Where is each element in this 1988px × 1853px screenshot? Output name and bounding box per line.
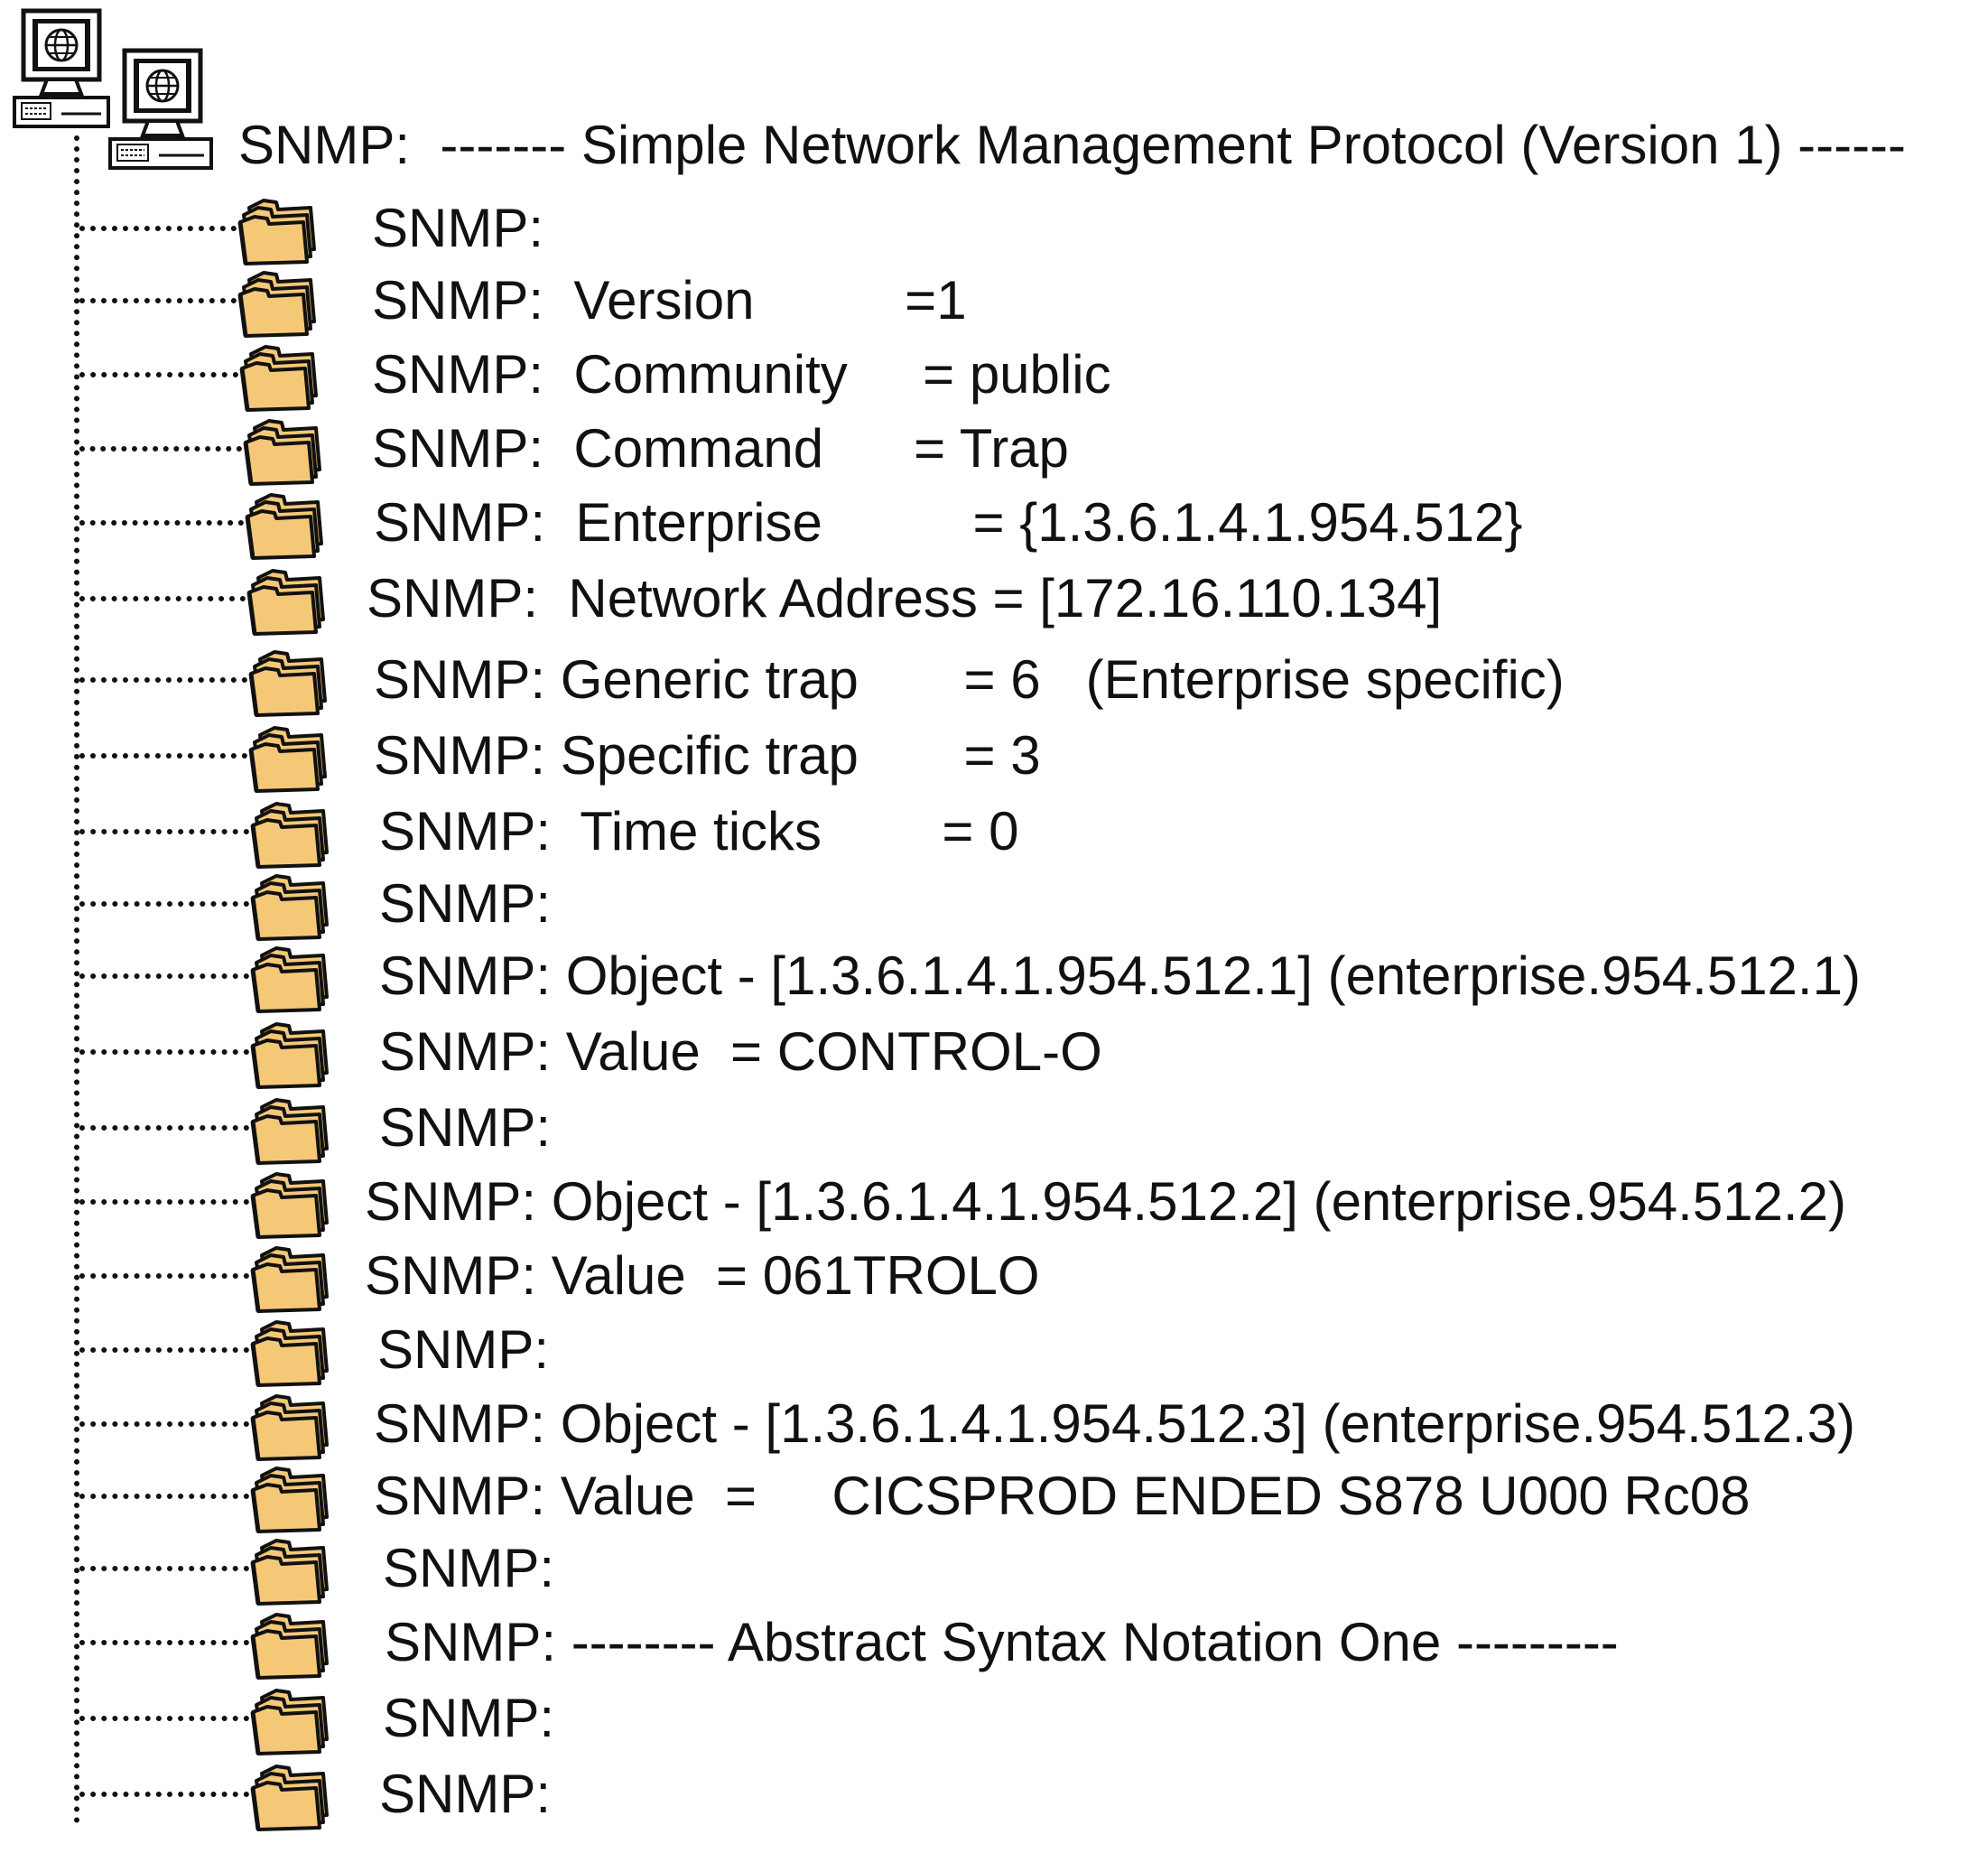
folder-icon	[249, 1239, 339, 1313]
tree-row[interactable]: SNMP: Object - [1.3.6.1.4.1.954.512.3] (…	[0, 1387, 1988, 1461]
snmp-field-text: SNMP:	[383, 1538, 555, 1598]
tree-connector-line	[79, 1716, 249, 1721]
folder-icon	[249, 795, 339, 869]
tree-connector-line	[79, 1566, 249, 1571]
tree-connector-line	[79, 829, 249, 834]
folder-icon	[242, 412, 332, 486]
folder-icon	[249, 1165, 339, 1239]
snmp-field-text: SNMP: -------- Abstract Syntax Notation …	[385, 1612, 1619, 1672]
folder-icon	[249, 1606, 339, 1680]
snmp-field-text: SNMP:	[377, 1319, 550, 1380]
tree-connector-line	[79, 1494, 249, 1499]
folder-icon	[249, 1681, 339, 1755]
tree-row[interactable]: SNMP:	[0, 1532, 1988, 1606]
tree-connector-line	[79, 520, 244, 526]
tree-row[interactable]: SNMP: Version =1	[0, 264, 1988, 338]
folder-icon	[247, 643, 338, 717]
snmp-field-text: SNMP: Specific trap = 3	[374, 725, 1041, 786]
tree-row[interactable]: SNMP:	[0, 191, 1988, 265]
tree-trunk-line	[74, 135, 79, 1824]
snmp-field-text: SNMP: Version =1	[372, 270, 967, 331]
tree-row[interactable]: SNMP: Value = 061TROLO	[0, 1239, 1988, 1313]
tree-row[interactable]: SNMP: -------- Abstract Syntax Notation …	[0, 1606, 1988, 1680]
tree-connector-line	[79, 226, 237, 231]
tree-row[interactable]: SNMP: Object - [1.3.6.1.4.1.954.512.2] (…	[0, 1165, 1988, 1239]
tree-row[interactable]: SNMP:	[0, 867, 1988, 941]
snmp-field-text: SNMP:	[379, 1764, 552, 1824]
tree-connector-line	[79, 1273, 249, 1279]
tree-row[interactable]: SNMP:	[0, 1681, 1988, 1755]
folder-icon	[237, 264, 327, 338]
snmp-field-text: SNMP: Object - [1.3.6.1.4.1.954.512.2] (…	[365, 1171, 1846, 1232]
snmp-field-text: SNMP: Value = 061TROLO	[365, 1245, 1040, 1306]
folder-icon	[247, 719, 338, 793]
snmp-field-text: SNMP: Network Address = [172.16.110.134]	[367, 568, 1443, 629]
tree-connector-line	[79, 298, 237, 303]
folder-icon	[249, 939, 339, 1013]
snmp-field-text: SNMP: Time ticks = 0	[379, 801, 1019, 861]
snmp-field-text: SNMP: Enterprise = {1.3.6.1.4.1.954.512}	[374, 492, 1523, 553]
snmp-field-text: SNMP: Object - [1.3.6.1.4.1.954.512.1] (…	[379, 945, 1861, 1006]
tree-row[interactable]: SNMP: Generic trap = 6 (Enterprise speci…	[0, 643, 1988, 717]
folder-icon	[244, 486, 334, 560]
folder-icon	[249, 1532, 339, 1606]
tree-row[interactable]: SNMP:	[0, 1757, 1988, 1831]
folder-icon	[249, 1459, 339, 1533]
tree-connector-line	[79, 753, 247, 759]
snmp-field-text: SNMP: Object - [1.3.6.1.4.1.954.512.3] (…	[374, 1393, 1855, 1454]
snmp-field-text: SNMP:	[379, 1097, 552, 1158]
networked-computer-icon	[108, 48, 213, 170]
tree-connector-line	[79, 1199, 249, 1205]
protocol-header-title: SNMP: ------- Simple Network Management …	[238, 115, 1907, 175]
folder-icon	[238, 338, 329, 412]
tree-connector-line	[79, 677, 247, 683]
tree-connector-line	[79, 901, 249, 907]
tree-row[interactable]: SNMP: Object - [1.3.6.1.4.1.954.512.1] (…	[0, 939, 1988, 1013]
tree-row[interactable]: SNMP: Enterprise = {1.3.6.1.4.1.954.512}	[0, 486, 1988, 560]
tree-connector-line	[79, 446, 242, 452]
tree-connector-line	[79, 596, 246, 601]
tree-row[interactable]: SNMP:	[0, 1091, 1988, 1165]
tree-row[interactable]: SNMP: Specific trap = 3	[0, 719, 1988, 793]
snmp-field-text: SNMP: Value = CICSPROD ENDED S878 U000 R…	[374, 1466, 1751, 1526]
tree-connector-line	[79, 1792, 249, 1797]
tree-connector-line	[79, 1347, 249, 1353]
tree-connector-line	[79, 1640, 249, 1645]
snmp-field-text: SNMP: Value = CONTROL-O	[379, 1021, 1102, 1082]
tree-connector-line	[79, 1125, 249, 1131]
snmp-field-text: SNMP:	[372, 198, 544, 258]
snmp-field-text: SNMP:	[379, 873, 552, 934]
folder-icon	[249, 867, 339, 941]
tree-row[interactable]: SNMP: Value = CONTROL-O	[0, 1015, 1988, 1089]
networked-computer-icon	[13, 8, 110, 128]
folder-icon	[249, 1757, 339, 1831]
tree-row[interactable]: SNMP:	[0, 1313, 1988, 1387]
folder-icon	[249, 1091, 339, 1165]
folder-icon	[237, 191, 327, 265]
snmp-field-text: SNMP: Command = Trap	[372, 418, 1069, 479]
folder-icon	[249, 1015, 339, 1089]
snmp-field-text: SNMP: Generic trap = 6 (Enterprise speci…	[374, 649, 1565, 710]
snmp-field-text: SNMP: Community = public	[372, 344, 1111, 405]
tree-row[interactable]: SNMP: Network Address = [172.16.110.134]	[0, 562, 1988, 636]
tree-connector-line	[79, 1049, 249, 1055]
tree-connector-line	[79, 1421, 249, 1427]
tree-row[interactable]: SNMP: Community = public	[0, 338, 1988, 412]
tree-row[interactable]: SNMP: Time ticks = 0	[0, 795, 1988, 869]
tree-connector-line	[79, 372, 238, 377]
tree-row[interactable]: SNMP: Command = Trap	[0, 412, 1988, 486]
snmp-field-text: SNMP:	[383, 1688, 555, 1748]
folder-icon	[249, 1387, 339, 1461]
tree-connector-line	[79, 973, 249, 979]
folder-icon	[246, 562, 336, 636]
tree-row[interactable]: SNMP: Value = CICSPROD ENDED S878 U000 R…	[0, 1459, 1988, 1533]
folder-icon	[249, 1313, 339, 1387]
